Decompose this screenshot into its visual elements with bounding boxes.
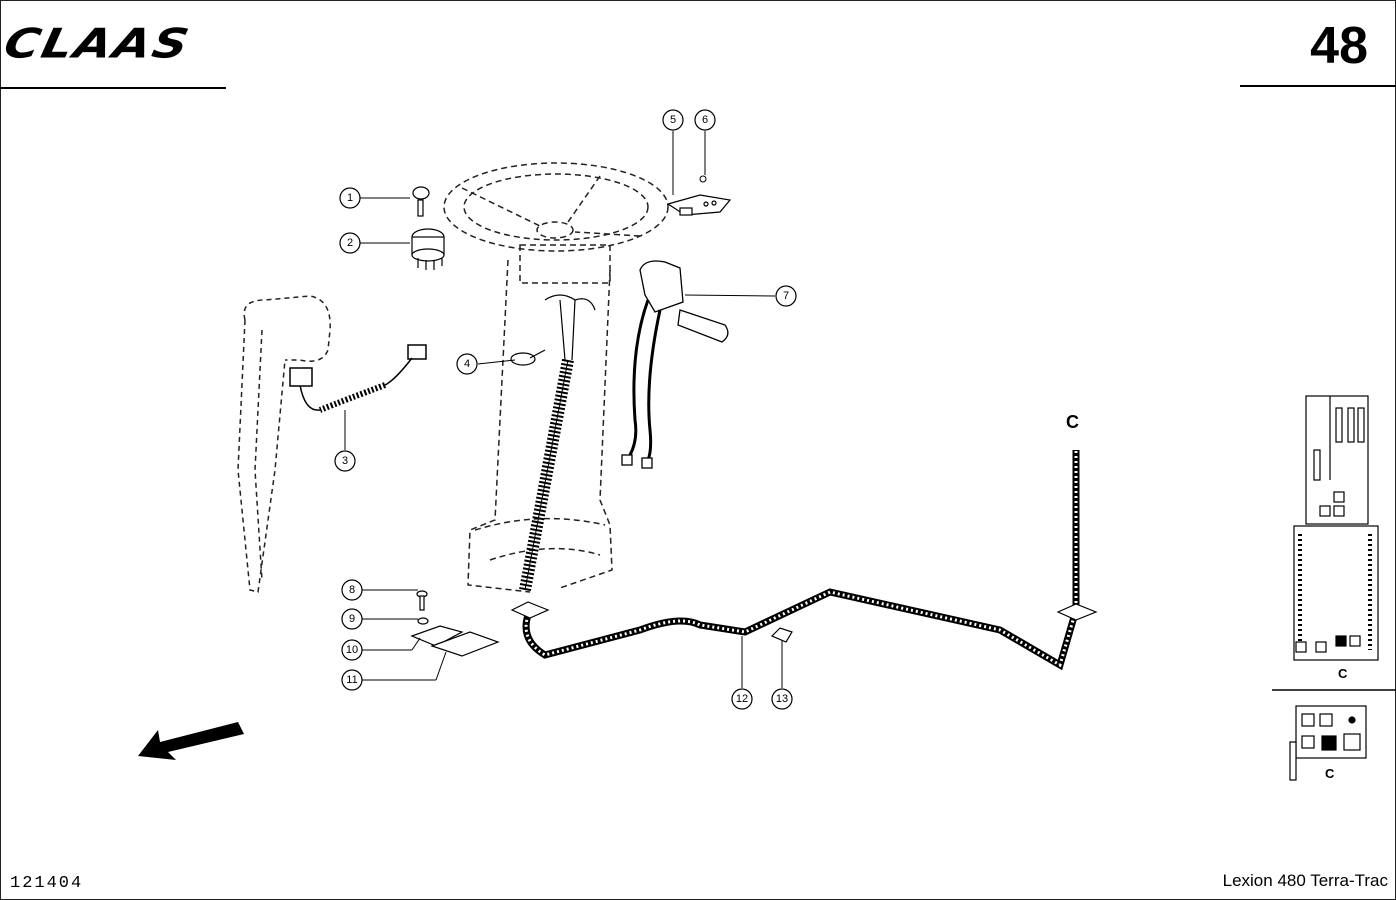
callout-2 — [339, 232, 361, 254]
cable-loom-part — [519, 294, 596, 592]
callout-12 — [731, 688, 753, 710]
callout-3 — [334, 450, 356, 472]
model-name: Lexion 480 Terra-Trac — [1222, 871, 1388, 890]
page-number: 48 — [1310, 17, 1368, 75]
callout-label: 10 — [346, 644, 358, 656]
direction-arrow — [138, 722, 244, 760]
callout-label: 11 — [346, 674, 357, 686]
leader-lines — [344, 131, 783, 688]
callout-10 — [341, 639, 363, 661]
callout-label: 12 — [736, 693, 748, 705]
callout-13 — [771, 688, 793, 710]
callout-label: 4 — [464, 358, 470, 370]
callout-8 — [341, 579, 363, 601]
coiled-cable-part — [289, 344, 427, 413]
callout-4 — [456, 353, 478, 375]
callout-label: 2 — [347, 237, 353, 249]
cable-harness-part — [510, 450, 1098, 671]
connector-detail — [1289, 705, 1367, 781]
washer-part — [417, 617, 429, 625]
callout-5 — [662, 109, 684, 131]
callout-7 — [775, 285, 797, 307]
relay-panel — [1272, 395, 1396, 691]
clip-part — [510, 349, 546, 366]
lever-outline — [237, 295, 331, 593]
connector-label-panel-bottom: C — [1325, 766, 1335, 781]
callout-6 — [694, 109, 716, 131]
connector-label-panel-top: C — [1338, 666, 1348, 681]
plate-part — [666, 194, 732, 216]
ignition-switch-part — [411, 228, 445, 270]
callout-label: 3 — [342, 455, 348, 467]
bolt-part — [416, 590, 428, 611]
column-switch-part — [621, 260, 729, 469]
callout-label: 7 — [783, 290, 789, 302]
connector-label-main: C — [1066, 412, 1079, 432]
callout-label: 8 — [349, 584, 355, 596]
callout-label: 6 — [702, 114, 708, 126]
callout-label: 13 — [776, 693, 788, 705]
bracket-part — [410, 625, 500, 657]
callout-label: 9 — [349, 613, 355, 625]
drawing-number: 121404 — [10, 874, 84, 893]
callout-label: 1 — [347, 192, 353, 204]
steering-column — [443, 162, 669, 593]
callout-circles — [334, 109, 797, 710]
callout-label: 5 — [670, 114, 676, 126]
callout-9 — [341, 608, 363, 630]
clamp-part — [770, 627, 793, 643]
callout-11 — [341, 669, 363, 691]
key-part — [412, 186, 430, 217]
screw-part — [699, 175, 707, 183]
callout-1 — [339, 187, 361, 209]
